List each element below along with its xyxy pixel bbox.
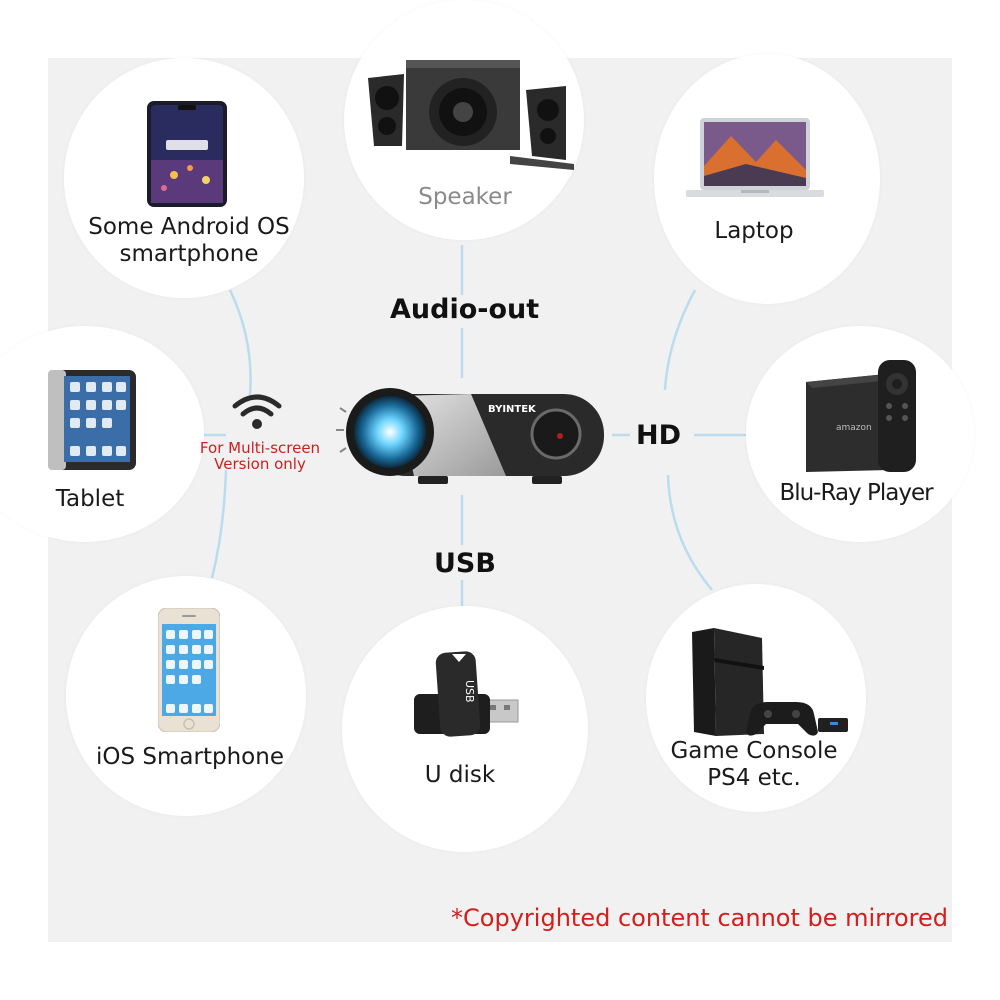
speaker-label: Speaker [418, 184, 512, 210]
udisk-label: U disk [424, 762, 496, 788]
hd-label: HD [636, 420, 682, 451]
phone-icon [147, 101, 227, 207]
bluray-label: Blu-Ray Player [779, 480, 933, 506]
laptop-label: Laptop [714, 218, 794, 244]
console-label-line1: Game Console [670, 738, 838, 764]
usb-stick-icon: USB [414, 651, 519, 737]
copyright-note: *Copyrighted content cannot be mirrored [451, 904, 948, 932]
tv-box-icon: amazon [806, 374, 892, 472]
laptop-icon [686, 118, 824, 197]
usb-label: USB [434, 548, 496, 579]
controller-icon [746, 702, 848, 736]
iphone-icon [158, 608, 220, 732]
usb-stick-label: USB [463, 680, 476, 703]
multiscreen-note: For Multi-screen Version only [190, 440, 330, 472]
audio-out-label: Audio-out [390, 294, 540, 325]
android-label-line1: Some Android OS [88, 214, 290, 240]
android-label-line2: smartphone [119, 241, 259, 267]
ios-label: iOS Smartphone [96, 744, 284, 770]
console-label: Game Console PS4 etc. [664, 738, 844, 792]
tablet-label: Tablet [55, 486, 125, 512]
projector-brand: BYINTEK [488, 404, 537, 415]
android-label: Some Android OS smartphone [84, 214, 294, 268]
console-label-line2: PS4 etc. [707, 765, 801, 791]
wifi-icon [232, 394, 282, 429]
multiscreen-note-line2: Version only [214, 455, 306, 473]
multiscreen-note-line1: For Multi-screen [199, 439, 321, 457]
speaker-icon [368, 60, 574, 170]
projector-icon: BYINTEK [336, 388, 604, 484]
remote-icon [878, 360, 916, 472]
tablet-icon [48, 370, 136, 470]
game-console-icon [692, 628, 764, 736]
amazon-logo: amazon [836, 423, 872, 433]
